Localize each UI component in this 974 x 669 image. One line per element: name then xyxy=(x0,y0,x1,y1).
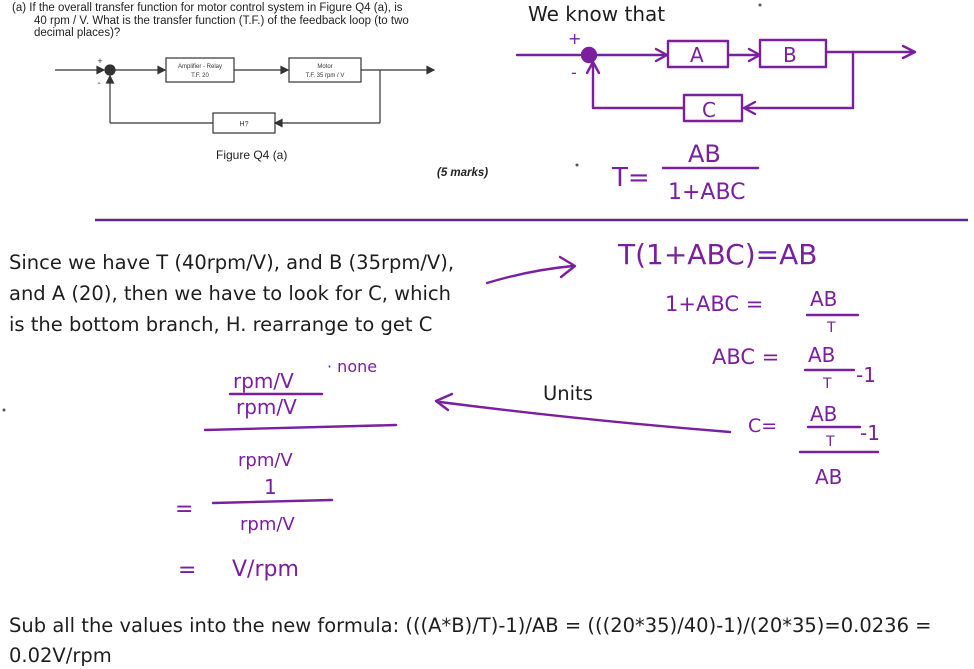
units-arrow xyxy=(438,400,732,434)
formula-lhs: T= xyxy=(611,163,650,193)
hand-label-c: C xyxy=(702,98,716,122)
block2-label-2: T.F. 35 rpm / V xyxy=(306,73,345,79)
question-text: (a) If the overall transfer function for… xyxy=(12,2,482,40)
step4-lhs: C= xyxy=(748,415,777,437)
units-denominator-1: rpm/V xyxy=(236,395,297,419)
step4-den: T xyxy=(825,434,835,450)
hand-minus-sign: - xyxy=(571,63,577,82)
explanation-line-2: and A (20), then we have to look for C, … xyxy=(9,282,451,305)
question-line-1: (a) If the overall transfer function for… xyxy=(12,2,403,14)
plus-sign: + xyxy=(97,56,102,66)
step3-tail: -1 xyxy=(856,363,876,387)
formula-numerator: AB xyxy=(688,140,721,168)
explanation-line-1: Since we have T (40rpm/V), and B (35rpm/… xyxy=(9,251,455,274)
step2-den: T xyxy=(826,320,836,336)
figure-caption: Figure Q4 (a) xyxy=(216,148,288,162)
input-arrowhead xyxy=(96,65,106,75)
hand-label-a: A xyxy=(690,43,704,67)
final-line-2: 0.02V/rpm xyxy=(9,644,112,667)
units-none-note: · none xyxy=(327,357,377,376)
feedback-label: H? xyxy=(240,121,249,128)
block2-label-1: Motor xyxy=(317,64,332,70)
explanation-line-3: is the bottom branch, H. rearrange to ge… xyxy=(9,313,433,336)
hand-plus-sign: + xyxy=(568,29,581,48)
arrow-to-derivation xyxy=(485,264,575,285)
final-line-1: Sub all the values into the new formula:… xyxy=(9,614,932,637)
step2-lhs: 1+ABC = xyxy=(665,292,763,316)
step4-num: AB xyxy=(810,402,837,426)
units-equals-1: = xyxy=(175,497,193,522)
hand-block-b xyxy=(758,38,828,69)
units-equals-2: = xyxy=(178,558,196,583)
units-numerator-1: rpm/V xyxy=(233,369,294,393)
step3-num: AB xyxy=(808,343,835,367)
step3-den: T xyxy=(822,376,832,392)
block1-label-2: T.F. 20 xyxy=(191,73,209,79)
marks-label: (5 marks) xyxy=(437,167,489,179)
heading-we-know-that: We know that xyxy=(528,2,666,26)
step1-equation: T(1+ABC)=AB xyxy=(617,238,817,271)
units-result: V/rpm xyxy=(232,557,299,582)
minus-sign: - xyxy=(97,78,100,89)
units-denominator-3: rpm/V xyxy=(240,514,295,535)
hand-summing-junction xyxy=(580,46,598,64)
units-label: Units xyxy=(543,382,593,405)
final-answer: Sub all the values into the new formula:… xyxy=(9,611,932,669)
units-one: 1 xyxy=(264,475,277,499)
step4-tail: -1 xyxy=(860,421,880,445)
step4-bottom: AB xyxy=(815,465,842,489)
formula-denominator: 1+ABC xyxy=(668,180,746,205)
question-line-3: decimal places)? xyxy=(34,27,121,39)
step3-lhs: ABC = xyxy=(712,345,779,369)
question-line-2: 40 rpm / V. What is the transfer functio… xyxy=(34,14,409,27)
units-denominator-2: rpm/V xyxy=(238,450,293,471)
explanation-text: Since we have T (40rpm/V), and B (35rpm/… xyxy=(9,247,454,340)
block1-label-1: Amplifier - Relay xyxy=(178,64,222,70)
step2-num: AB xyxy=(810,287,837,311)
units-main-bar xyxy=(203,423,398,432)
hand-label-b: B xyxy=(783,43,797,67)
